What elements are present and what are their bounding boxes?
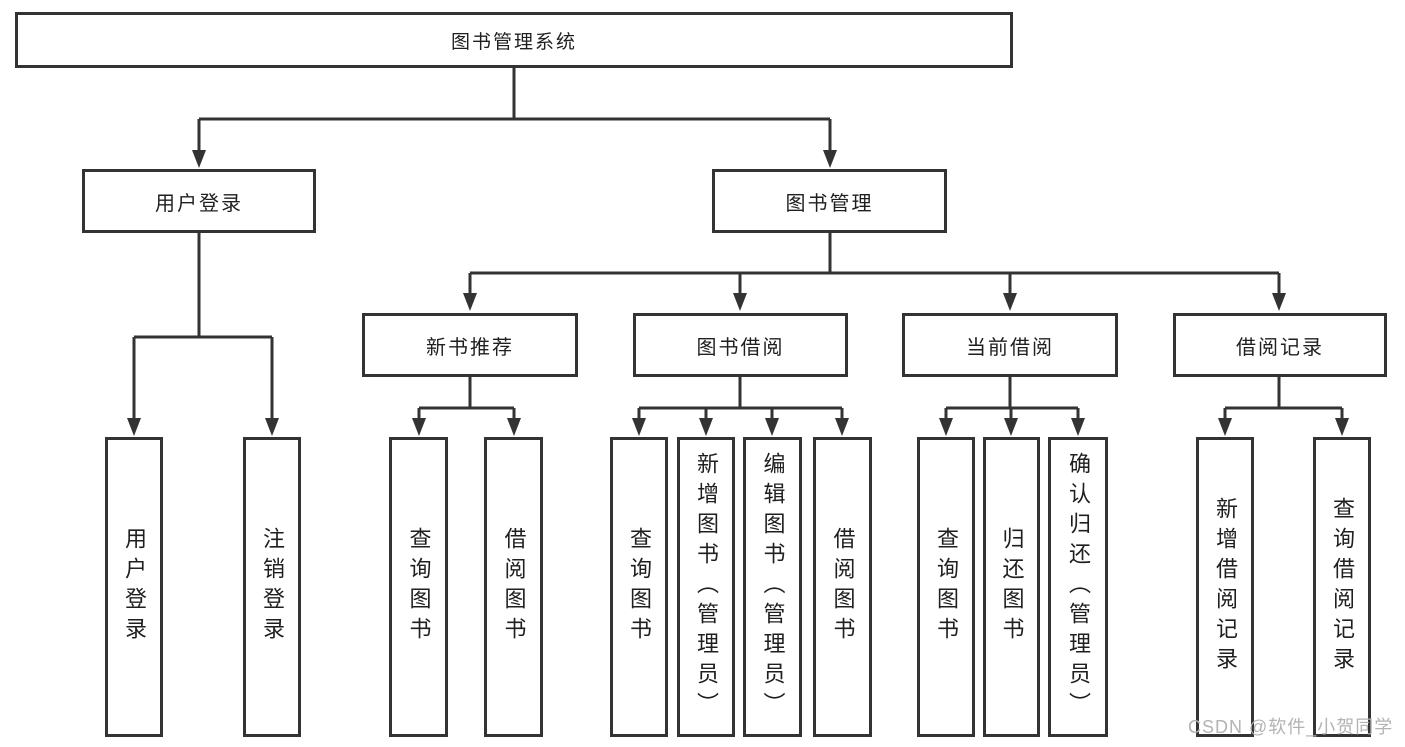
leaf-current-return-book-label: 归还图书 — [999, 527, 1025, 647]
leaf-borrowing-borrow-book-label: 借阅图书 — [830, 527, 856, 647]
node-current-borrowing: 当前借阅 — [902, 313, 1118, 377]
leaf-current-return-book: 归还图书 — [983, 437, 1040, 737]
leaf-current-confirm-return-admin: 确认归还（管理员） — [1048, 437, 1108, 737]
node-book-borrowing-label: 图书借阅 — [696, 336, 785, 359]
leaf-borrowing-edit-book-admin-label: 编辑图书（管理员） — [760, 452, 786, 722]
leaf-borrowing-add-book-admin: 新增图书（管理员） — [677, 437, 735, 737]
node-user-login-label: 用户登录 — [155, 192, 243, 215]
leaf-current-confirm-return-admin-label: 确认归还（管理员） — [1066, 452, 1091, 722]
node-book-borrowing: 图书借阅 — [633, 313, 848, 377]
node-book-management-label: 图书管理 — [785, 192, 874, 215]
leaf-records-query-record: 查询借阅记录 — [1313, 437, 1371, 737]
node-root: 图书管理系统 — [15, 12, 1013, 68]
leaf-login-logout: 注销登录 — [243, 437, 301, 737]
node-new-book-recommend: 新书推荐 — [362, 313, 578, 377]
node-root-label: 图书管理系统 — [450, 31, 577, 53]
leaf-records-add-record-label: 新增借阅记录 — [1213, 497, 1238, 677]
node-user-login: 用户登录 — [82, 169, 316, 233]
csdn-watermark: CSDN @软件_小贺同学 — [1188, 717, 1394, 737]
leaf-login-user-login: 用户登录 — [105, 437, 163, 737]
leaf-borrowing-borrow-book: 借阅图书 — [813, 437, 872, 737]
leaf-recommend-query-book: 查询图书 — [389, 437, 448, 737]
leaf-login-logout-label: 注销登录 — [260, 527, 285, 647]
leaf-recommend-borrow-book-label: 借阅图书 — [501, 527, 527, 647]
leaf-current-query-book-label: 查询图书 — [934, 527, 959, 647]
leaf-recommend-borrow-book: 借阅图书 — [484, 437, 543, 737]
node-borrowing-records-label: 借阅记录 — [1236, 336, 1324, 359]
leaf-current-query-book: 查询图书 — [917, 437, 975, 737]
leaf-records-add-record: 新增借阅记录 — [1196, 437, 1254, 737]
node-new-book-recommend-label: 新书推荐 — [426, 336, 514, 359]
leaf-borrowing-query-book: 查询图书 — [610, 437, 668, 737]
node-book-management: 图书管理 — [712, 169, 947, 233]
leaf-login-user-login-label: 用户登录 — [122, 527, 147, 647]
node-borrowing-records: 借阅记录 — [1173, 313, 1387, 377]
leaf-recommend-query-book-label: 查询图书 — [406, 527, 432, 647]
node-current-borrowing-label: 当前借阅 — [966, 336, 1054, 359]
leaf-borrowing-query-book-label: 查询图书 — [627, 527, 652, 647]
leaf-borrowing-add-book-admin-label: 新增图书（管理员） — [694, 452, 719, 722]
leaf-records-query-record-label: 查询借阅记录 — [1330, 497, 1355, 677]
leaf-borrowing-edit-book-admin: 编辑图书（管理员） — [743, 437, 802, 737]
